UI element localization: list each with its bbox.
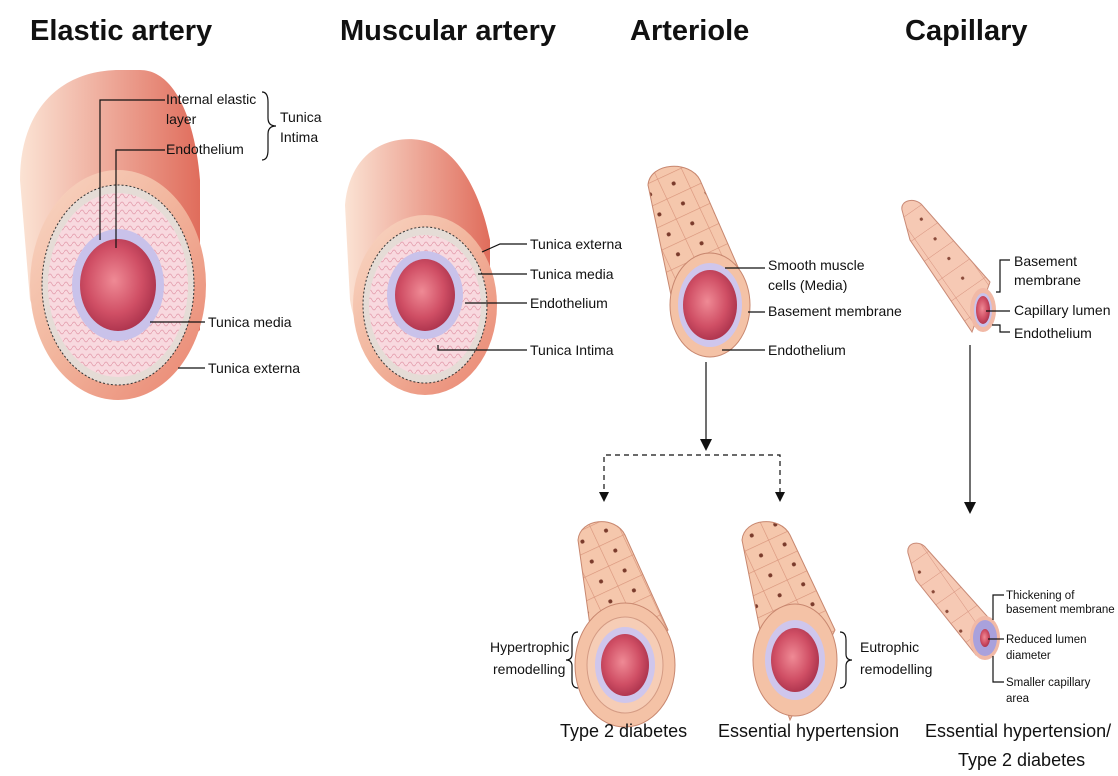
label-hypertrophic-2: remodelling	[493, 661, 565, 677]
label-thickening-1: Thickening of	[1006, 590, 1075, 602]
eutrophic-brace	[840, 632, 852, 688]
label-tunica-intima-2: Intima	[280, 129, 318, 145]
label-basement-capillary-2: membrane	[1014, 272, 1081, 288]
label-reduced-2: diameter	[1006, 650, 1051, 662]
title-muscular-artery: Muscular artery	[340, 15, 556, 47]
label-hypertrophic-1: Hypertrophic	[490, 639, 569, 655]
label-smooth-muscle-2: cells (Media)	[768, 277, 847, 293]
eutrophic-arteriole-illustration	[742, 522, 837, 720]
label-endothelium-capillary: Endothelium	[1014, 325, 1092, 341]
arteriole-arrows	[599, 362, 785, 502]
arteriole-illustration	[648, 166, 750, 357]
label-internal-elastic: Internal elastic	[166, 91, 256, 107]
label-capillary-lumen: Capillary lumen	[1014, 302, 1110, 318]
label-endothelium-elastic: Endothelium	[166, 141, 244, 157]
label-basement-capillary-1: Basement	[1014, 253, 1077, 269]
muscular-artery-illustration	[345, 139, 497, 395]
label-smaller-1: Smaller capillary	[1006, 677, 1091, 689]
altered-capillary-illustration	[908, 543, 1000, 660]
title-arteriole: Arteriole	[630, 15, 749, 47]
title-capillary: Capillary	[905, 15, 1028, 47]
hypertrophic-arteriole-illustration	[575, 522, 675, 727]
label-tunica-externa-elastic: Tunica externa	[208, 360, 300, 376]
title-elastic-artery: Elastic artery	[30, 15, 212, 47]
label-eutrophic-2: remodelling	[860, 661, 932, 677]
label-thickening-2: basement membrane	[1006, 604, 1115, 616]
label-smaller-2: area	[1006, 693, 1030, 705]
label-smooth-muscle-1: Smooth muscle	[768, 257, 865, 273]
label-endothelium-muscular: Endothelium	[530, 295, 608, 311]
capillary-change-leaders	[988, 595, 1004, 682]
caption-capillary-2: Type 2 diabetes	[958, 750, 1085, 770]
label-tunica-media-muscular: Tunica media	[530, 266, 614, 282]
label-basement-membrane-arteriole: Basement membrane	[768, 303, 902, 319]
label-reduced-1: Reduced lumen	[1006, 634, 1087, 646]
label-tunica-media-elastic: Tunica media	[208, 314, 292, 330]
label-tunica-intima-1: Tunica	[280, 109, 322, 125]
label-tunica-intima-muscular: Tunica Intima	[530, 342, 614, 358]
label-internal-elastic-layer: layer	[166, 111, 197, 127]
caption-essential-hypertension: Essential hypertension	[718, 721, 899, 741]
label-tunica-externa-muscular: Tunica externa	[530, 236, 622, 252]
label-eutrophic-1: Eutrophic	[860, 639, 919, 655]
caption-capillary-1: Essential hypertension/	[925, 721, 1111, 741]
caption-type2-diabetes: Type 2 diabetes	[560, 721, 687, 741]
capillary-illustration	[902, 200, 996, 332]
label-endothelium-arteriole: Endothelium	[768, 342, 846, 358]
